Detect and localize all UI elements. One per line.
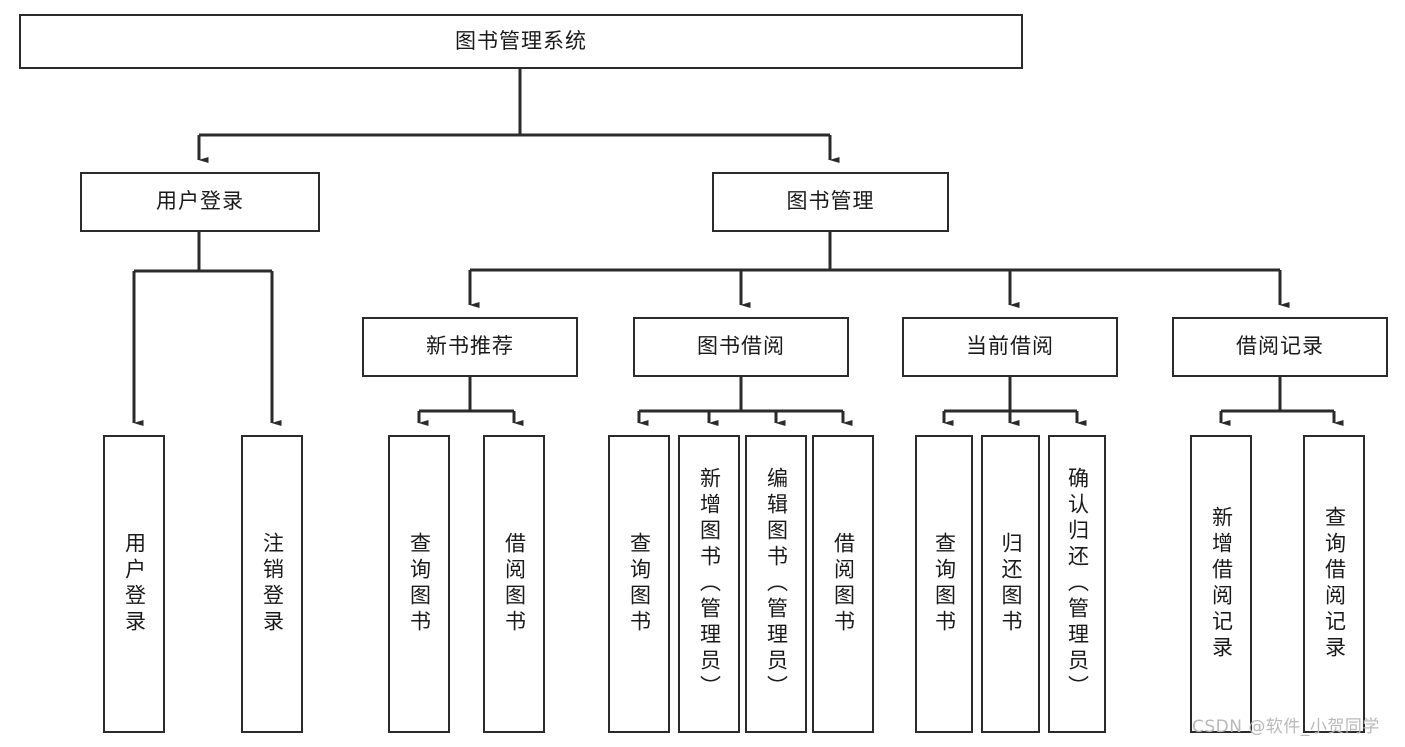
leaf-add-borrow-record[interactable]: 新增借阅记录 [1190, 435, 1252, 733]
node-borrowing-records[interactable]: 借阅记录 [1172, 317, 1388, 377]
node-label: 用户登录 [122, 532, 147, 636]
node-label: 归还图书 [999, 532, 1023, 636]
node-label: 借阅图书 [502, 532, 527, 636]
node-label: 查询图书 [407, 532, 432, 636]
node-label: 图书管理系统 [455, 28, 587, 53]
leaf-logout[interactable]: 注销登录 [241, 435, 303, 733]
leaf-query-books-current[interactable]: 查询图书 [915, 435, 973, 733]
node-label: 查询图书 [932, 532, 957, 636]
node-label: 查询图书 [627, 532, 652, 636]
node-current-borrowing[interactable]: 当前借阅 [902, 317, 1118, 377]
node-label: 图书管理 [786, 189, 875, 214]
leaf-query-books-borrow[interactable]: 查询图书 [608, 435, 670, 733]
leaf-borrow-books[interactable]: 借阅图书 [812, 435, 874, 733]
node-label: 借阅记录 [1236, 334, 1324, 359]
node-label: 图书借阅 [697, 334, 785, 359]
node-new-book-recommendation[interactable]: 新书推荐 [362, 317, 578, 377]
node-label: 用户登录 [156, 189, 244, 214]
leaf-edit-book-admin[interactable]: 编辑图书（管理员） [745, 435, 807, 733]
node-label: 编辑图书（管理员） [764, 467, 789, 701]
node-book-borrowing[interactable]: 图书借阅 [633, 317, 849, 377]
csdn-watermark: CSDN @软件_小贺同学 [1192, 717, 1380, 737]
leaf-confirm-return-admin[interactable]: 确认归还（管理员） [1048, 435, 1106, 733]
leaf-add-book-admin[interactable]: 新增图书（管理员） [678, 435, 740, 733]
node-user-login[interactable]: 用户登录 [80, 172, 320, 232]
node-label: 新增图书（管理员） [697, 467, 722, 701]
leaf-return-books[interactable]: 归还图书 [981, 435, 1040, 733]
leaf-borrow-books-recommend[interactable]: 借阅图书 [483, 435, 545, 733]
leaf-user-login[interactable]: 用户登录 [103, 435, 165, 733]
node-label: 确认归还（管理员） [1065, 467, 1090, 701]
leaf-query-books-recommend[interactable]: 查询图书 [388, 435, 450, 733]
node-label: 注销登录 [260, 532, 285, 636]
leaf-query-borrow-record[interactable]: 查询借阅记录 [1303, 435, 1365, 733]
node-label: 新书推荐 [426, 334, 514, 359]
node-label: 当前借阅 [966, 334, 1054, 359]
node-label: 查询借阅记录 [1322, 506, 1347, 662]
node-label: 新增借阅记录 [1209, 506, 1234, 662]
node-book-management[interactable]: 图书管理 [712, 172, 949, 232]
node-label: 借阅图书 [831, 532, 856, 636]
node-book-management-system[interactable]: 图书管理系统 [19, 14, 1023, 69]
